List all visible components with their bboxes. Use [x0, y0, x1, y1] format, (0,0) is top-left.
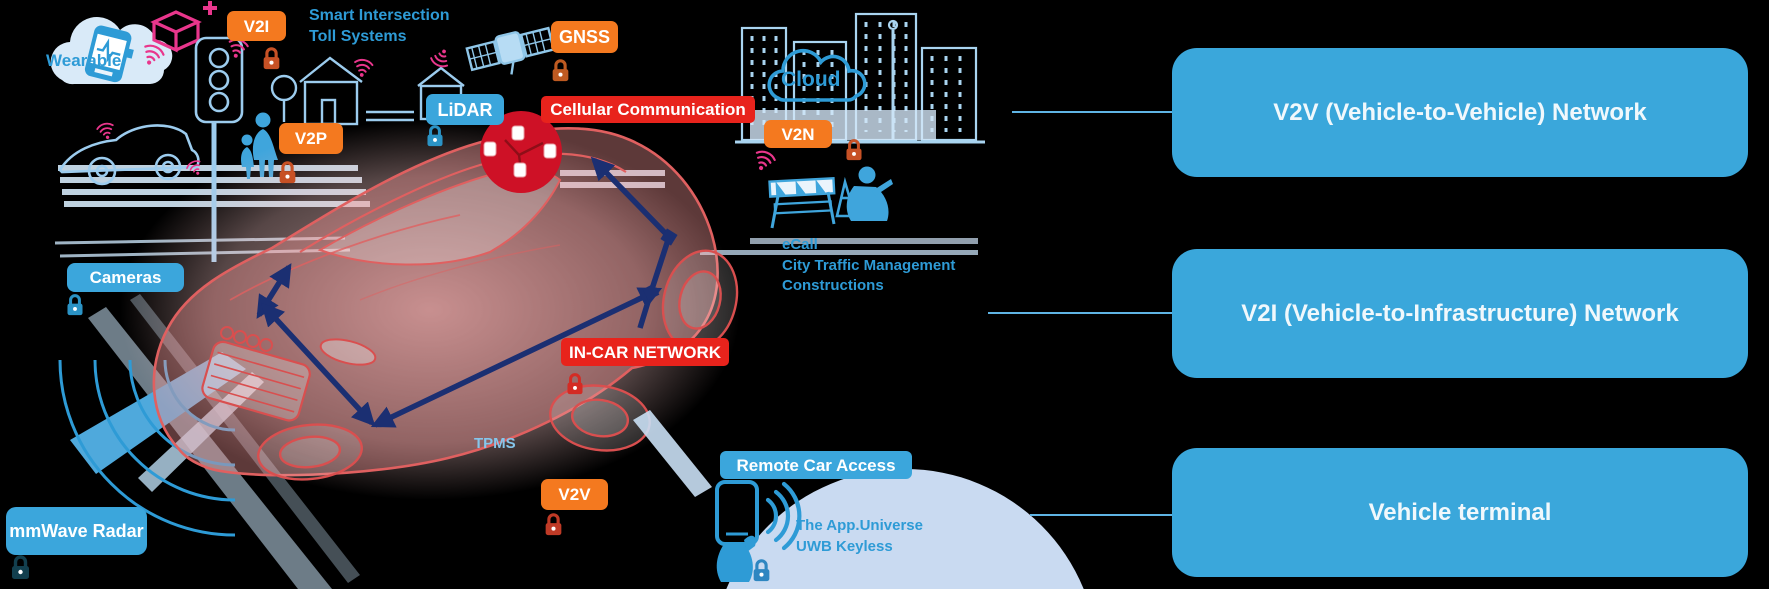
roof-antenna-module [480, 111, 562, 193]
remote-access-zone [633, 410, 1084, 589]
v2n-lock-icon [845, 139, 863, 161]
houses-icon [270, 56, 465, 126]
wearable-label: Wearable [46, 51, 122, 70]
city-traffic-label: City Traffic Management [782, 257, 956, 274]
cameras-lock-icon [66, 294, 84, 316]
connector-line-v2v [1012, 111, 1172, 113]
uwb-signal-icon [765, 481, 802, 551]
phone-in-hand-icon [715, 480, 759, 582]
remote-car-access-badge: Remote Car Access [720, 451, 912, 479]
v2n-badge: V2N [764, 120, 832, 148]
in-car-network-badge: IN-CAR NETWORK [561, 338, 729, 366]
constructions-label: Constructions [782, 277, 884, 294]
tpms-label: TPMS [474, 435, 516, 452]
gnss-badge: GNSS [551, 21, 618, 53]
mmwave-radar-badge: mmWave Radar [6, 507, 147, 555]
v2p-badge: V2P [279, 123, 343, 154]
gnss-lock-icon [551, 59, 570, 82]
cloud-icon [767, 48, 867, 102]
satellite-icon [465, 26, 556, 75]
small-car-icon [58, 124, 200, 186]
smart-intersection-label: Smart Intersection [309, 7, 450, 24]
connector-line-terminal [1030, 514, 1172, 516]
v2i-lock-icon [262, 47, 281, 70]
in-car-network-arrows [256, 156, 678, 428]
v2i-badge: V2I [227, 11, 286, 41]
app-universe-label: The App.Universe [796, 517, 923, 534]
vehicle-terminal-box: Vehicle terminal [1172, 448, 1748, 577]
ecall-underline [700, 250, 978, 255]
v2v-badge: V2V [541, 479, 608, 510]
barrier-icon [768, 176, 857, 229]
toll-systems-label: Toll Systems [309, 28, 407, 45]
cloud-label: Cloud [781, 68, 841, 91]
v2v-network-box: V2V (Vehicle-to-Vehicle) Network [1172, 48, 1748, 177]
connector-line-v2i [988, 312, 1172, 314]
mmwave-lock-icon [10, 555, 31, 580]
v2v-lock-icon [544, 513, 563, 536]
ecall-label: eCall [782, 236, 818, 253]
lidar-badge: LiDAR [426, 94, 504, 125]
v2i-network-box: V2I (Vehicle-to-Infrastructure) Network [1172, 249, 1748, 378]
cellular-communication-badge: Cellular Communication [541, 96, 755, 123]
worker-icon [846, 166, 893, 221]
uwb-keyless-label: UWB Keyless [796, 538, 893, 555]
building-base-band [750, 238, 978, 244]
cube-icon [150, 1, 217, 53]
wearable-cloud-icon [50, 17, 173, 85]
cameras-badge: Cameras [67, 263, 184, 292]
